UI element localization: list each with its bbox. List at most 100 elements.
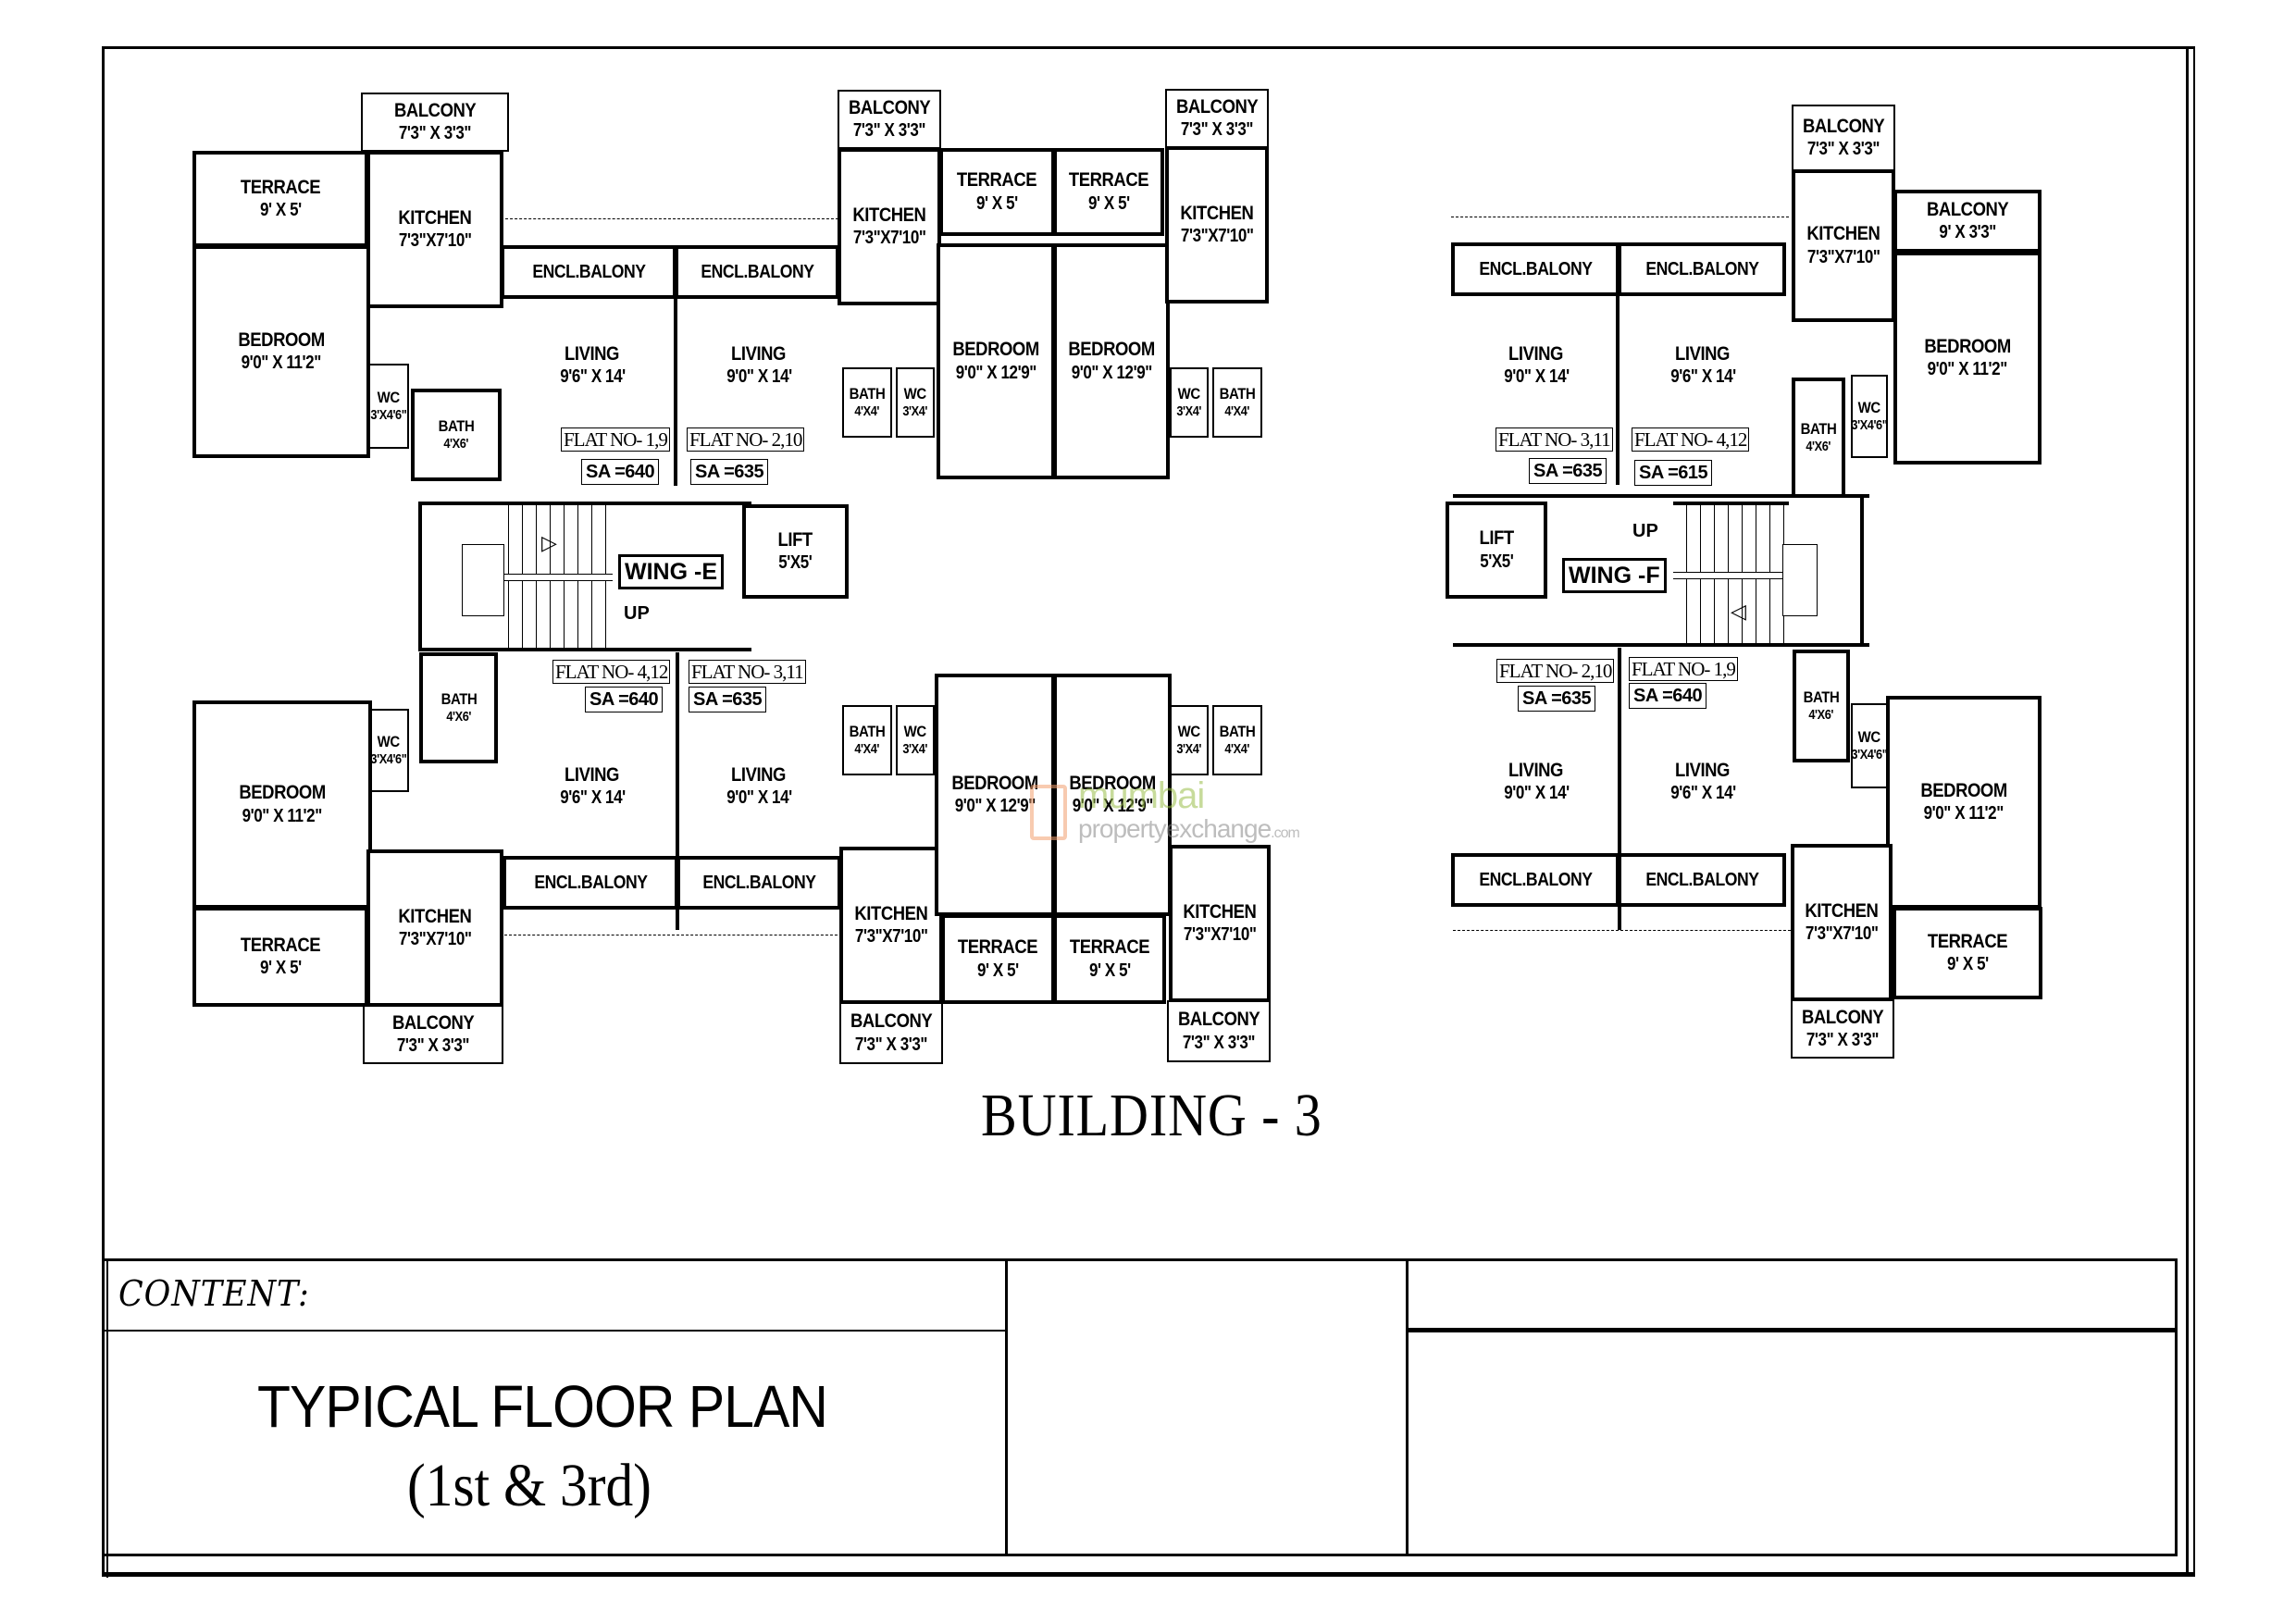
stair-up-label: UP — [1632, 521, 1658, 541]
room-name: ENCL.BALONY — [1644, 869, 1759, 890]
room-dim: 3'X4'6" — [370, 406, 407, 423]
room-name: BEDROOM — [1920, 779, 2007, 801]
room-dim: 9'0" X 14' — [1503, 366, 1570, 388]
room-dim: 7'3"X7'10" — [854, 926, 928, 948]
room-bedroom: BEDROOM 9'0" X 11'2" — [1893, 252, 2042, 465]
room-dim: 7'3"X7'10" — [1805, 923, 1879, 945]
room-enclosed-balcony: ENCL.BALONY — [501, 245, 676, 299]
title-block-divider — [1406, 1258, 1409, 1556]
room-name: BALCONY — [1175, 95, 1259, 118]
room-living: LIVING 9'0" X 14' — [1453, 324, 1620, 407]
room-name: BATH — [1803, 688, 1840, 707]
room-balcony: BALCONY 7'3" X 3'3" — [1165, 89, 1269, 148]
room-name: TERRACE — [1927, 930, 2008, 952]
wall — [418, 502, 422, 651]
room-balcony: BALCONY 7'3" X 3'3" — [361, 93, 509, 152]
room-dim: 9'6" X 14' — [1669, 783, 1736, 804]
room-name: BALCONY — [848, 96, 931, 118]
room-dim: 4'X6' — [446, 708, 471, 725]
room-bedroom: BEDROOM 9'0" X 12'9" — [937, 243, 1055, 479]
building-title: BUILDING - 3 — [981, 1082, 1322, 1149]
room-kitchen: KITCHEN 7'3"X7'10" — [839, 847, 943, 1004]
room-dim: 9' X 5' — [1946, 954, 1989, 975]
room-name: LIVING — [1508, 342, 1564, 365]
room-enclosed-balcony: ENCL.BALONY — [1451, 853, 1620, 907]
room-dim: 7'3"X7'10" — [1180, 226, 1254, 247]
room-name: LIVING — [1508, 759, 1564, 781]
room-name: BATH — [441, 690, 477, 709]
room-dim: 4'X6' — [1808, 706, 1834, 723]
wall — [1453, 643, 1869, 647]
room-enclosed-balcony: ENCL.BALONY — [675, 245, 839, 299]
room-wc: WC 3'X4'6" — [368, 364, 409, 449]
room-dim: 9' X 5' — [976, 192, 1018, 214]
room-kitchen: KITCHEN 7'3"X7'10" — [1165, 146, 1269, 304]
room-wc: WC 3'X4' — [1170, 367, 1209, 438]
room-name: LIVING — [1675, 759, 1731, 781]
super-area-label: SA =635 — [689, 687, 767, 712]
room-dim: 7'3"X7'10" — [398, 929, 472, 950]
room-bath: BATH 4'X6' — [1793, 650, 1850, 762]
room-dim: 9'6" X 14' — [1669, 366, 1736, 388]
room-living: LIVING 9'6" X 14' — [1620, 324, 1786, 407]
room-lift: LIFT 5'X5' — [742, 504, 849, 599]
room-wc: WC 3'X4'6" — [1851, 375, 1888, 458]
room-dim: 9'0" X 12'9" — [1071, 362, 1152, 383]
room-balcony: BALCONY 7'3" X 3'3" — [1792, 105, 1895, 171]
room-enclosed-balcony: ENCL.BALONY — [676, 856, 841, 910]
room-living: LIVING 9'6" X 14' — [504, 324, 680, 407]
room-dim: 7'3" X 3'3" — [1180, 119, 1254, 141]
room-dim: 7'3"X7'10" — [852, 228, 926, 249]
room-name: BEDROOM — [951, 772, 1038, 794]
room-dim: 9' X 5' — [1088, 960, 1131, 981]
room-name: WC — [903, 385, 927, 403]
room-lift: LIFT 5'X5' — [1446, 502, 1547, 599]
room-name: WC — [1177, 723, 1201, 741]
room-dim: 9'0" X 11'2" — [242, 805, 323, 826]
wing-label: WING -E — [618, 554, 724, 589]
title-block-right-divider — [1406, 1328, 2178, 1332]
room-dim: 5'X5' — [1479, 551, 1514, 572]
party-wall — [674, 245, 677, 486]
room-kitchen: KITCHEN 7'3"X7'10" — [366, 849, 503, 1007]
room-name: WC — [377, 733, 401, 751]
room-enclosed-balcony: ENCL.BALONY — [503, 856, 678, 910]
room-name: LIVING — [565, 763, 620, 786]
room-living: LIVING 9'0" X 14' — [676, 324, 842, 407]
room-name: KITCHEN — [854, 902, 928, 924]
room-bedroom: BEDROOM 9'0" X 12'9" — [935, 674, 1055, 916]
room-dim: 9'0" X 12'9" — [1072, 796, 1153, 817]
room-terrace: TERRACE 9' X 5' — [941, 914, 1055, 1004]
room-name: KITCHEN — [1180, 202, 1254, 224]
room-dim: 3'X4' — [902, 740, 928, 757]
room-terrace: TERRACE 9' X 5' — [1053, 148, 1164, 236]
room-balcony: BALCONY 9' X 3'3" — [1893, 190, 2042, 253]
room-dim: 9' X 3'3" — [1939, 222, 1996, 243]
room-name: WC — [903, 723, 927, 741]
room-name: ENCL.BALONY — [700, 261, 814, 282]
room-name: LIVING — [731, 763, 787, 786]
room-enclosed-balcony: ENCL.BALONY — [1618, 242, 1786, 296]
wing-label: WING -F — [1562, 558, 1667, 593]
room-dim: 7'3" X 3'3" — [398, 123, 472, 144]
flat-number-label: FLAT NO- 3,11 — [1496, 427, 1613, 452]
title-block-right-border — [2175, 1258, 2178, 1556]
room-name: KITCHEN — [398, 905, 472, 927]
room-living: LIVING 9'6" X 14' — [1620, 740, 1786, 824]
room-name: TERRACE — [1069, 936, 1150, 959]
room-name: BATH — [1800, 420, 1837, 439]
room-dim: 7'3" X 3'3" — [1806, 139, 1880, 160]
room-terrace: TERRACE 9' X 5' — [1053, 914, 1166, 1004]
room-dim: 9'0" X 12'9" — [955, 362, 1036, 383]
room-dim: 4'X4' — [854, 403, 880, 419]
room-name: ENCL.BALONY — [1478, 258, 1593, 279]
room-dim: 9'0" X 11'2" — [1927, 359, 2008, 380]
flat-number-label: FLAT NO- 4,12 — [552, 660, 671, 684]
plan-subtitle: (1st & 3rd) — [407, 1452, 652, 1519]
super-area-label: SA =635 — [690, 459, 769, 485]
room-kitchen: KITCHEN 7'3"X7'10" — [1792, 169, 1895, 322]
room-dim: 9' X 5' — [1087, 192, 1130, 214]
room-name: BALCONY — [850, 1010, 933, 1033]
room-name: KITCHEN — [1183, 900, 1257, 923]
room-balcony: BALCONY 7'3" X 3'3" — [1167, 1000, 1271, 1062]
